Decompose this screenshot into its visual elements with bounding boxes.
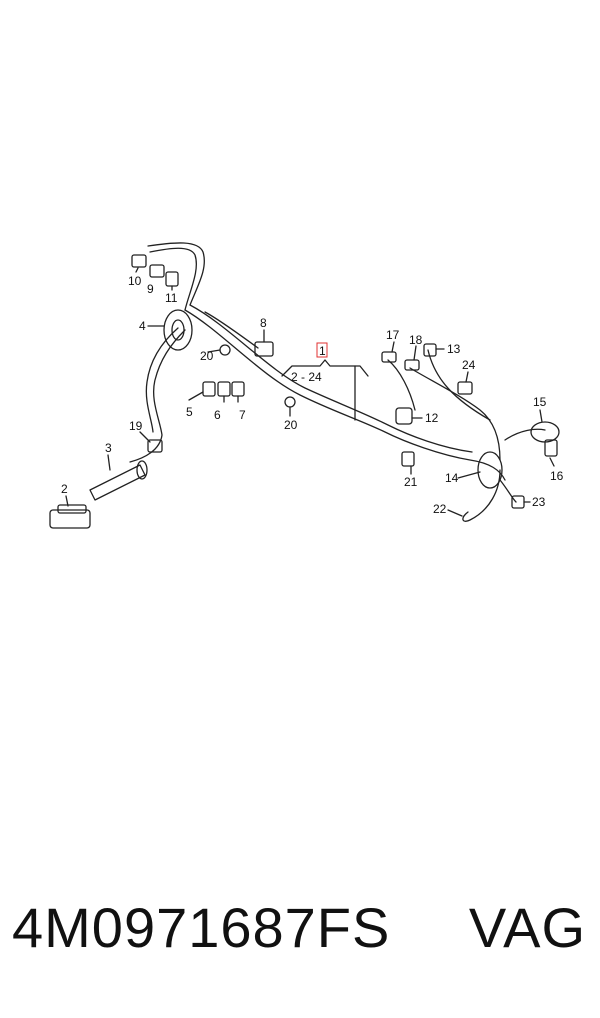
callout-4: 4 (139, 319, 146, 333)
connector-17 (381, 351, 397, 363)
clip-20-right (284, 396, 296, 408)
sleeve-3 (89, 464, 146, 501)
connector-18 (404, 359, 420, 371)
callout-7: 7 (239, 408, 246, 422)
part-number: 4M0971687FS (12, 896, 391, 959)
callout-9: 9 (147, 282, 154, 296)
harness-branch-13 (427, 349, 491, 421)
grommet-4 (163, 309, 193, 351)
wiring-harness-diagram: 1 2 - 24 2 3 4 5 6 7 8 9 10 11 12 13 14 … (49, 242, 564, 529)
callout-22: 22 (433, 502, 447, 516)
harness-trunk (184, 309, 506, 481)
connector-2 (49, 509, 91, 529)
callout-6: 6 (214, 408, 221, 422)
callout-13: 13 (447, 342, 461, 356)
harness-branch-top-b (147, 242, 205, 306)
connector-10 (131, 254, 147, 268)
clip-20-left (219, 344, 231, 356)
connector-16 (544, 439, 558, 457)
callout-21: 21 (404, 475, 418, 489)
callout-8: 8 (260, 316, 267, 330)
connector-7 (231, 381, 245, 397)
callout-11: 11 (165, 291, 178, 305)
callout-3: 3 (105, 441, 112, 455)
harness-trunk-b (189, 304, 473, 453)
connector-6 (217, 381, 231, 397)
callout-16: 16 (550, 469, 564, 483)
callout-12: 12 (425, 411, 439, 425)
harness-branch-17 (387, 359, 416, 411)
callout-18: 18 (409, 333, 423, 347)
connector-9 (149, 264, 165, 278)
callout-2: 2 (61, 482, 68, 496)
connector-5 (202, 381, 216, 397)
callout-20-left: 20 (200, 349, 214, 363)
connector-13 (423, 343, 437, 357)
connector-21 (401, 451, 415, 467)
range-label: 2 - 24 (291, 370, 322, 384)
connector-12 (395, 407, 413, 425)
callout-24: 24 (462, 358, 476, 372)
callout-5: 5 (186, 405, 193, 419)
harness-branch-8 (204, 311, 259, 349)
harness-branch-18 (409, 367, 501, 461)
connector-15 (530, 421, 560, 443)
harness-branch-15 (504, 428, 546, 441)
main-callout: 1 (319, 344, 326, 358)
callout-19: 19 (129, 419, 143, 433)
connector-19 (147, 439, 163, 453)
callout-23: 23 (532, 495, 546, 509)
harness-branch-23 (499, 479, 517, 503)
main-callout-box (316, 342, 328, 358)
connector-24 (457, 381, 473, 395)
callout-15: 15 (533, 395, 547, 409)
callout-14: 14 (445, 471, 459, 485)
brand-label: VAG (468, 896, 586, 959)
callout-20-right: 20 (284, 418, 298, 432)
grommet-14 (477, 451, 503, 489)
footer: 4M0971687FS VAG (0, 895, 600, 985)
range-bracket (281, 359, 369, 377)
harness-branch-22 (462, 469, 501, 522)
callout-17: 17 (386, 328, 400, 342)
callout-10: 10 (128, 274, 142, 288)
connector-23 (511, 495, 525, 509)
connector-8 (254, 341, 274, 357)
harness-branch-top (149, 247, 197, 311)
connector-11 (165, 271, 179, 287)
